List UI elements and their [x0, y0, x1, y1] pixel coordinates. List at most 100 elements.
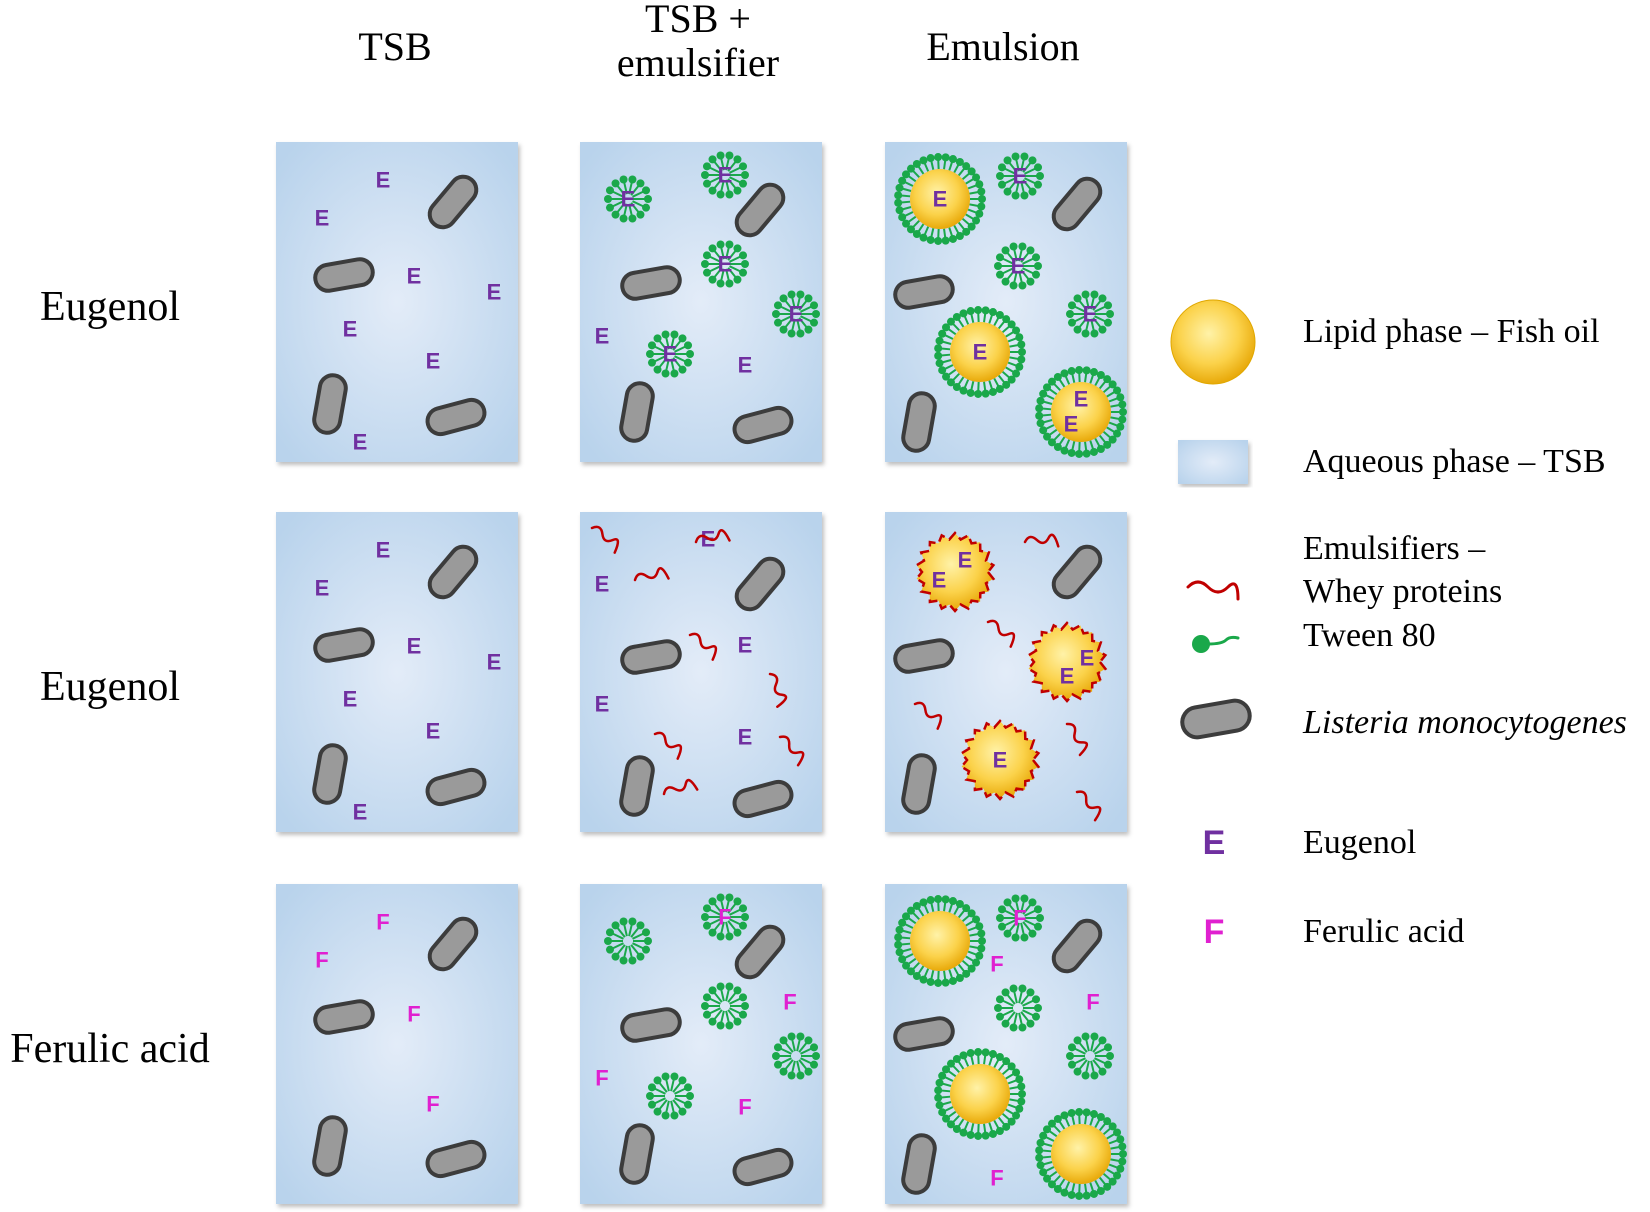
ferulic-mark: F [376, 910, 389, 935]
tween-micelle: F [701, 893, 749, 941]
ferulic-mark: F [783, 990, 796, 1015]
listeria-cell [620, 265, 682, 301]
eugenol-mark: E [738, 633, 753, 658]
eugenol-mark: E [487, 280, 502, 305]
listeria-cell [1051, 544, 1103, 600]
eugenol-mark: E [738, 353, 753, 378]
tween-micelle: E [1066, 290, 1114, 338]
listeria-cell [312, 743, 348, 805]
whey-coated-droplet: E [959, 719, 1041, 801]
listeria-cell [901, 1133, 937, 1195]
ferulic-mark: F [426, 1092, 439, 1117]
micelle-content: F [718, 905, 731, 930]
eugenol-mark: E [407, 634, 422, 659]
whey-protein [913, 701, 943, 730]
panel-grid: EEEEEEEEEEEEEEEEEEEEEEEEEEEEEEEEEEEEEEFF… [276, 142, 1127, 1204]
whey-protein [694, 528, 731, 544]
legend-label-listeria: Listeria monocytogenes [1302, 704, 1627, 741]
droplet-content: E [1064, 412, 1079, 437]
tween-micelle [604, 917, 652, 965]
listeria-cell [425, 767, 487, 807]
tween-micelle: F [996, 894, 1044, 942]
legend-label-aqueous: Aqueous phase – TSB [1303, 443, 1606, 480]
listeria-cell [901, 753, 937, 815]
listeria-cell [734, 182, 786, 238]
droplet-content: E [958, 548, 973, 573]
eugenol-mark: E [487, 650, 502, 675]
tween-micelle: E [772, 290, 820, 338]
micelle-content: E [663, 342, 678, 367]
legend-label-lipid: Lipid phase – Fish oil [1303, 313, 1600, 350]
eugenol-mark: E [407, 264, 422, 289]
eugenol-mark: E [595, 692, 610, 717]
tween-micelle [701, 982, 749, 1030]
eugenol-mark: E [353, 800, 368, 825]
whey-protein [653, 731, 683, 760]
whey-protein [778, 735, 805, 767]
ferulic-mark: F [738, 1095, 751, 1120]
droplet-content: E [993, 748, 1008, 773]
ferulic-mark: F [407, 1002, 420, 1027]
listeria-cell [313, 627, 375, 663]
ferulic-mark: F [990, 1166, 1003, 1191]
panel-r3-c1: F F F F [276, 884, 518, 1204]
legend: Lipid phase – Fish oil Aqueous phase – T… [1170, 299, 1627, 951]
listeria-cell [427, 174, 479, 230]
legend-label-ferulic: Ferulic acid [1303, 913, 1464, 950]
tween-micelle: E [604, 175, 652, 223]
column-header-tsb-emulsifier: TSB +emulsifier [617, 0, 779, 85]
droplet-content: E [973, 340, 988, 365]
listeria-cell [313, 257, 375, 293]
tween-micelle [1066, 1032, 1114, 1080]
eugenol-mark: E [738, 725, 753, 750]
whey-protein [662, 778, 699, 796]
tween-coated-droplet [934, 1048, 1026, 1140]
whey-coated-droplet: EE [914, 531, 996, 613]
tween-micelle: E [994, 242, 1042, 290]
listeria-cell [312, 373, 348, 435]
tween-coated-droplet: E [934, 306, 1026, 398]
row-label-3: Ferulic acid [10, 1026, 209, 1072]
micelle-content: E [789, 302, 804, 327]
ferulic-mark: F [1086, 990, 1099, 1015]
tween80-icon [1192, 635, 1240, 653]
lipid-droplet-icon [1170, 299, 1256, 385]
tween-micelle: E [646, 330, 694, 378]
tween-micelle [772, 1032, 820, 1080]
droplet-content: E [1074, 387, 1089, 412]
droplet-content: E [1080, 646, 1095, 671]
micelle-content: E [718, 252, 733, 277]
legend-label-eugenol: Eugenol [1303, 824, 1416, 861]
listeria-cell [893, 274, 955, 310]
whey-protein [1075, 790, 1102, 822]
eugenol-mark: E [376, 538, 391, 563]
tween-micelle [994, 984, 1042, 1032]
listeria-cell [427, 544, 479, 600]
listeria-cell [1051, 918, 1103, 974]
listeria-cell [425, 1139, 487, 1179]
listeria-icon [1180, 698, 1252, 740]
droplet-content: E [933, 187, 948, 212]
listeria-cell [427, 916, 479, 972]
tween-coated-droplet: E [894, 153, 986, 245]
eugenol-mark: E [343, 687, 358, 712]
micelle-content: F [1013, 906, 1026, 931]
droplet-content: E [932, 568, 947, 593]
micelle-content: E [1083, 302, 1098, 327]
whey-protein [986, 619, 1016, 648]
whey-protein [633, 566, 670, 582]
whey-protein [768, 672, 788, 708]
eugenol-mark: E [595, 324, 610, 349]
tween-coated-droplet [1035, 1108, 1127, 1200]
ferulic-mark: F [990, 952, 1003, 977]
listeria-cell [893, 1016, 955, 1052]
ferulic-mark: F [315, 948, 328, 973]
listeria-cell [732, 1147, 794, 1187]
